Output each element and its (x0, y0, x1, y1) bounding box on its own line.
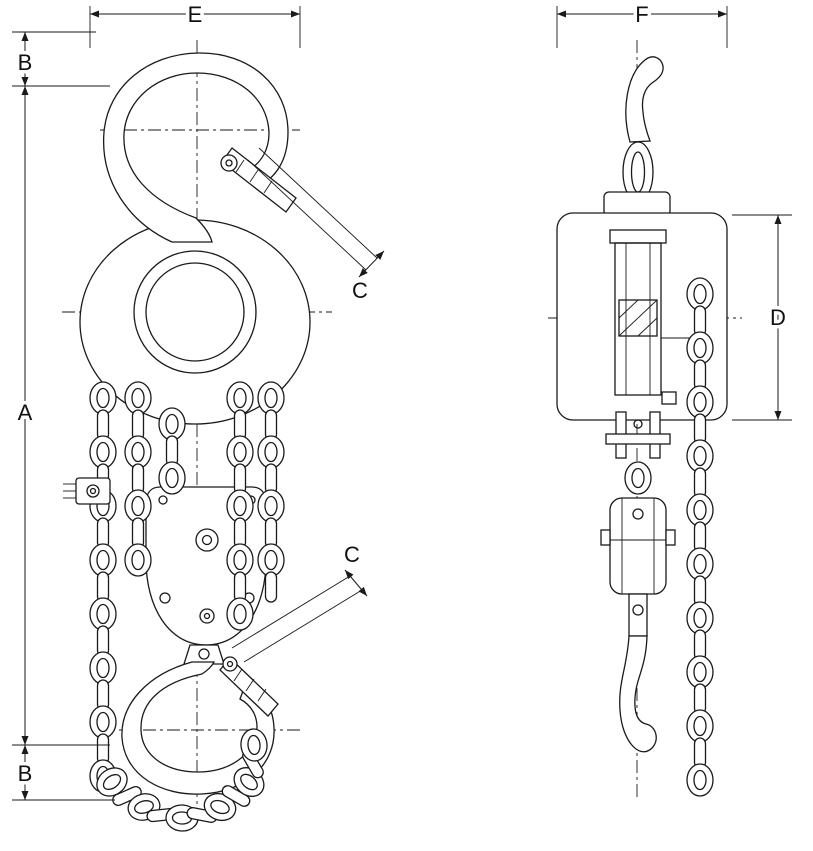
bottom-hook-front (121, 656, 279, 795)
chain-link (686, 547, 714, 581)
chain-link (158, 461, 186, 495)
chain-link (257, 543, 285, 577)
chain-link (686, 709, 714, 743)
chain-link (226, 435, 254, 469)
dimension-label-b-top: B (18, 50, 33, 75)
chain-link (686, 331, 714, 365)
swivel-block (609, 497, 667, 595)
hoist-body-side (556, 212, 728, 421)
side-bolt (661, 391, 677, 405)
chain-link (686, 439, 714, 473)
chain-link (124, 489, 152, 523)
bottom-hook-clevis (183, 644, 225, 665)
chain-link (89, 435, 117, 469)
lower-bracket-side (605, 411, 671, 459)
dimension-label-c-bottom: C (344, 542, 360, 567)
ext-line-C-top-1 (247, 159, 367, 271)
chain-link (686, 655, 714, 689)
top-hook-front (102, 52, 297, 243)
chain-link (89, 381, 117, 415)
chain-link (686, 763, 714, 797)
chain-link (124, 381, 152, 415)
dimension-label-d: D (770, 305, 786, 330)
chain-link (89, 597, 117, 631)
dim-line-C-bottom (344, 569, 368, 597)
ext-line-C-bottom-1 (231, 575, 351, 649)
dimensions: E F B A B C C D (12, 0, 792, 801)
top-hook-side (603, 56, 671, 217)
chain-end-fitting (63, 477, 111, 505)
dimension-label-a: A (18, 400, 33, 425)
chain-link (226, 543, 254, 577)
dim-line-C-top (358, 250, 385, 278)
bottom-hook-side (619, 635, 657, 753)
chain-link (226, 489, 254, 523)
chain-link (686, 277, 714, 311)
chain-link (257, 381, 285, 415)
chain-link (264, 571, 278, 603)
ext-line-C-top-2 (258, 147, 378, 259)
chain-link (124, 543, 152, 577)
chain-link (686, 601, 714, 635)
dimension-label-c-top: C (352, 278, 368, 303)
sheave-hatch (618, 299, 658, 337)
side-view (548, 40, 742, 800)
top-hook-latch (220, 147, 297, 213)
chain-link (686, 493, 714, 527)
chain-link (624, 461, 652, 495)
dimension-label-e: E (188, 2, 203, 27)
bottom-hook-latch (219, 656, 279, 717)
dimension-label-b-bottom: B (18, 761, 33, 786)
chain-link (686, 385, 714, 419)
chain-link (226, 381, 254, 415)
chain-link (89, 651, 117, 685)
chain-link (89, 543, 117, 577)
bottom-hook-side-assembly (600, 461, 676, 753)
chain-link (89, 705, 117, 739)
chain-link (226, 597, 254, 631)
chain-link (124, 435, 152, 469)
chain-link (257, 435, 285, 469)
ext-line-C-bottom-2 (243, 589, 363, 663)
chain-link (257, 489, 285, 523)
chain-link (158, 407, 186, 441)
dimension-label-f: F (635, 2, 648, 27)
